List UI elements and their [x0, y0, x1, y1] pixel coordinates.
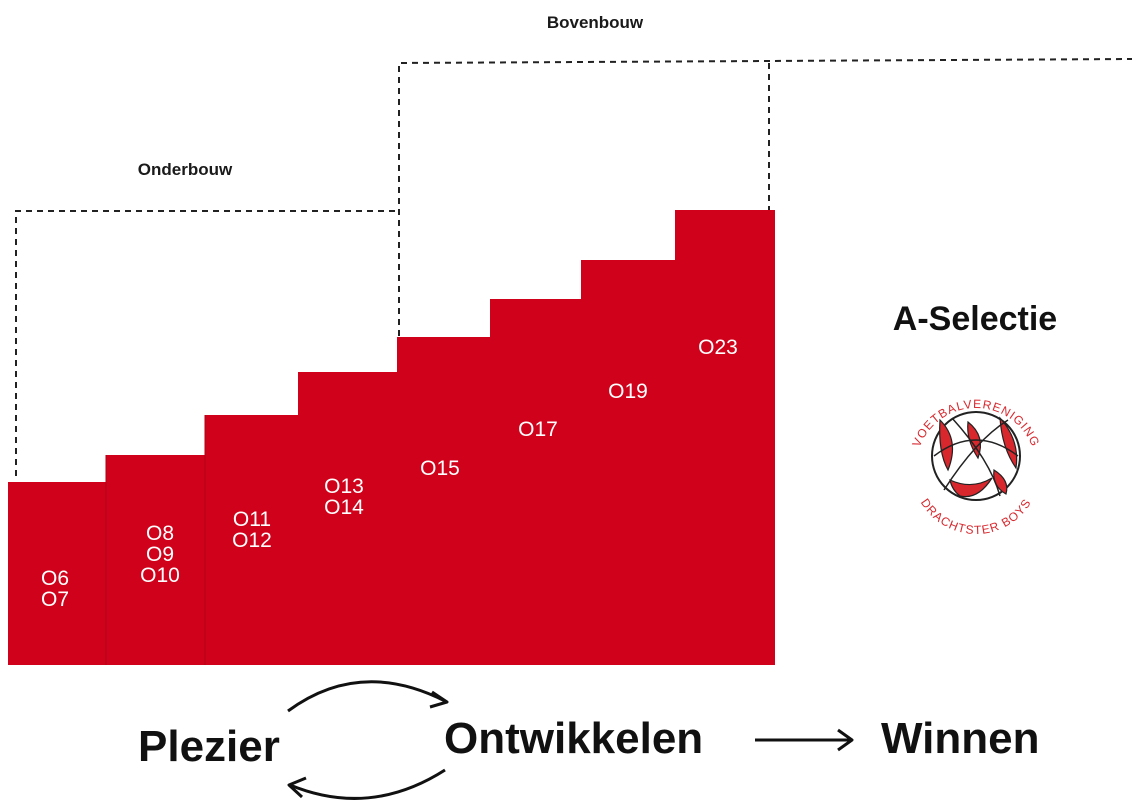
age-group-label: O14	[324, 496, 364, 519]
age-group-label: O19	[608, 380, 648, 403]
progress-arrow-icon	[755, 728, 854, 752]
onderbouw-bracket	[15, 210, 399, 476]
a-selectie-label: A-Selectie	[893, 300, 1057, 338]
age-group-label: O15	[420, 457, 460, 480]
step-block-1	[8, 482, 106, 665]
age-group-label: O9	[146, 543, 174, 566]
bovenbouw-label: Bovenbouw	[547, 13, 644, 32]
age-group-label: O11	[233, 508, 271, 531]
step-block-6	[490, 299, 581, 665]
ontwikkelen-label: Ontwikkelen	[444, 714, 703, 763]
age-group-label: O7	[41, 588, 69, 611]
age-group-label: O17	[518, 418, 558, 441]
age-group-label: O6	[41, 567, 69, 590]
step-block-8	[675, 210, 775, 665]
club-crest-icon: VOETBALVERENIGING DRACHTSTER BOYS	[909, 397, 1041, 537]
bovenbouw-bracket	[398, 58, 1133, 336]
onderbouw-label: Onderbouw	[138, 160, 233, 179]
age-group-label: O23	[698, 336, 738, 359]
logo-bottom-text: DRACHTSTER BOYS	[918, 496, 1034, 537]
age-group-label: O10	[140, 564, 180, 587]
step-block-2	[106, 455, 205, 665]
cycle-arrow-top-icon	[287, 680, 449, 713]
age-group-label: O12	[232, 529, 272, 552]
plezier-label: Plezier	[138, 722, 280, 771]
age-group-label: O8	[146, 522, 174, 545]
step-block-3	[205, 415, 298, 665]
step-block-4	[298, 372, 397, 665]
step-block-5	[397, 337, 490, 665]
cycle-arrow-bottom-icon	[287, 768, 446, 800]
step-block-7	[581, 260, 675, 665]
winnen-label: Winnen	[881, 714, 1039, 763]
age-group-label: O13	[324, 475, 364, 498]
